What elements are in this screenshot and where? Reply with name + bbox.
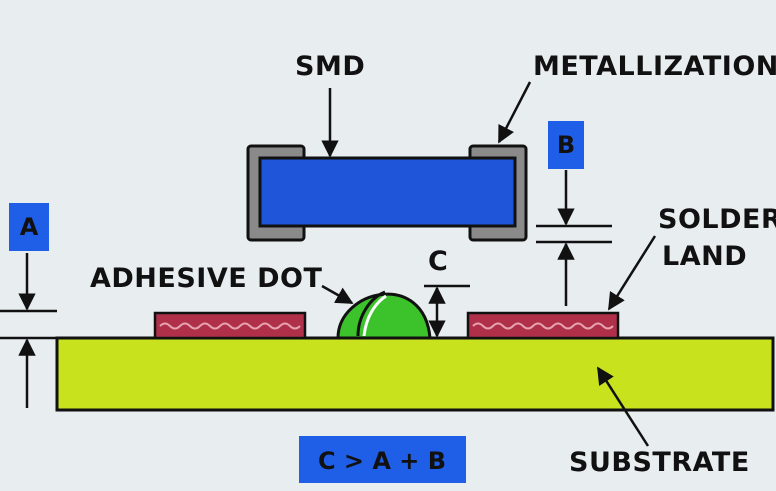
label-smd: SMD <box>295 51 365 82</box>
substrate-board <box>55 336 775 412</box>
label-adhesive-dot: ADHESIVE DOT <box>90 263 322 294</box>
smd-body <box>258 156 517 228</box>
label-solder-land-line1: SOLDER <box>658 204 776 235</box>
formula-box <box>299 436 466 483</box>
label-metallization: METALLIZATION <box>533 51 776 82</box>
label-gap-c: C <box>428 246 448 277</box>
adhesive-dot <box>336 292 432 340</box>
label-gap-b: B <box>557 131 575 159</box>
label-solder-land-line2: LAND <box>662 241 747 272</box>
gap-b-box <box>548 121 584 169</box>
label-formula: C > A + B <box>318 447 446 475</box>
gap-a-box <box>9 203 49 251</box>
label-substrate: SUBSTRATE <box>569 447 750 478</box>
label-gap-a: A <box>20 213 39 241</box>
